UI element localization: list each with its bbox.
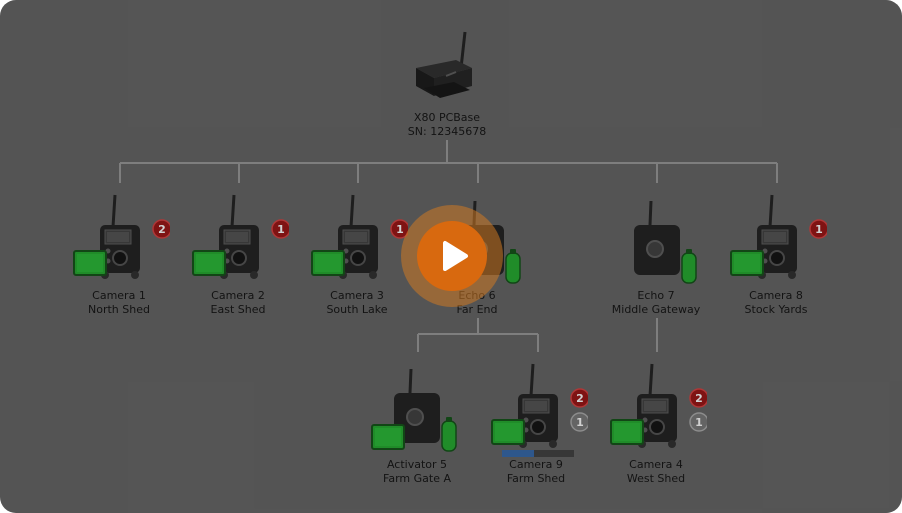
play-icon	[443, 241, 468, 271]
activator-5-label: Activator 5 Farm Gate A	[347, 458, 487, 486]
activator-5-location: Farm Gate A	[383, 472, 451, 485]
play-button-center	[417, 221, 487, 291]
camera-4-label: Camera 4 West Shed	[586, 458, 726, 486]
camera-4-location: West Shed	[626, 472, 686, 485]
echo-6-location: Far End	[456, 303, 498, 316]
camera-3-location: South Lake	[326, 303, 388, 316]
activator-5-device[interactable]	[368, 365, 468, 459]
camera-9-red-badge-count: 2	[576, 392, 584, 405]
camera-9-name: Camera 9	[509, 458, 563, 471]
camera-8-red-badge-count: 1	[815, 223, 823, 236]
echo-7-name: Echo 7	[637, 289, 675, 302]
camera-2-red-badge-count: 1	[277, 223, 285, 236]
camera-3-icon: 1	[311, 194, 410, 279]
camera-1-location: North Shed	[88, 303, 150, 316]
camera-2-icon: 1	[192, 194, 291, 279]
camera-9-progress-bar	[502, 450, 574, 457]
camera-9-icon: 21	[491, 363, 590, 448]
camera-3-label: Camera 3 South Lake	[287, 289, 427, 317]
echo-7-location: Middle Gateway	[611, 303, 701, 316]
echo-7-device[interactable]	[608, 197, 708, 291]
camera-8-location: Stock Yards	[744, 303, 808, 316]
camera-3-red-badge-count: 1	[396, 223, 404, 236]
play-button[interactable]	[401, 205, 503, 307]
camera-2-device[interactable]: 1	[189, 193, 291, 287]
base-name: X80 PCBase	[413, 111, 481, 124]
camera-9-progress-fill	[502, 450, 535, 457]
camera-4-gray-badge-count: 1	[695, 416, 703, 429]
camera-2-name: Camera 2	[211, 289, 265, 302]
camera-4-icon: 21	[610, 363, 709, 448]
camera-4-red-badge-count: 2	[695, 392, 703, 405]
base-label: X80 PCBase SN: 12345678	[377, 111, 517, 139]
camera-4-name: Camera 4	[629, 458, 683, 471]
camera-1-device[interactable]: 2	[70, 193, 172, 287]
camera-9-location: Farm Shed	[506, 472, 566, 485]
camera-1-label: Camera 1 North Shed	[49, 289, 189, 317]
camera-2-location: East Shed	[210, 303, 266, 316]
echo-7-icon	[634, 200, 697, 284]
pc-base-router-icon	[416, 31, 472, 98]
camera-1-icon: 2	[73, 194, 172, 279]
camera-8-device[interactable]: 1	[727, 193, 829, 287]
camera-1-red-badge-count: 2	[158, 223, 166, 236]
camera-3-device[interactable]: 1	[308, 193, 410, 287]
camera-3-name: Camera 3	[330, 289, 384, 302]
camera-8-icon: 1	[730, 194, 829, 279]
base-serial: SN: 12345678	[407, 125, 487, 138]
camera-2-label: Camera 2 East Shed	[168, 289, 308, 317]
camera-9-gray-badge-count: 1	[576, 416, 584, 429]
echo-7-label: Echo 7 Middle Gateway	[586, 289, 726, 317]
camera-8-name: Camera 8	[749, 289, 803, 302]
camera-9-label: Camera 9 Farm Shed	[466, 458, 606, 486]
camera-8-label: Camera 8 Stock Yards	[706, 289, 846, 317]
activator-5-icon	[371, 368, 457, 452]
activator-5-name: Activator 5	[386, 458, 448, 471]
camera-1-name: Camera 1	[92, 289, 146, 302]
